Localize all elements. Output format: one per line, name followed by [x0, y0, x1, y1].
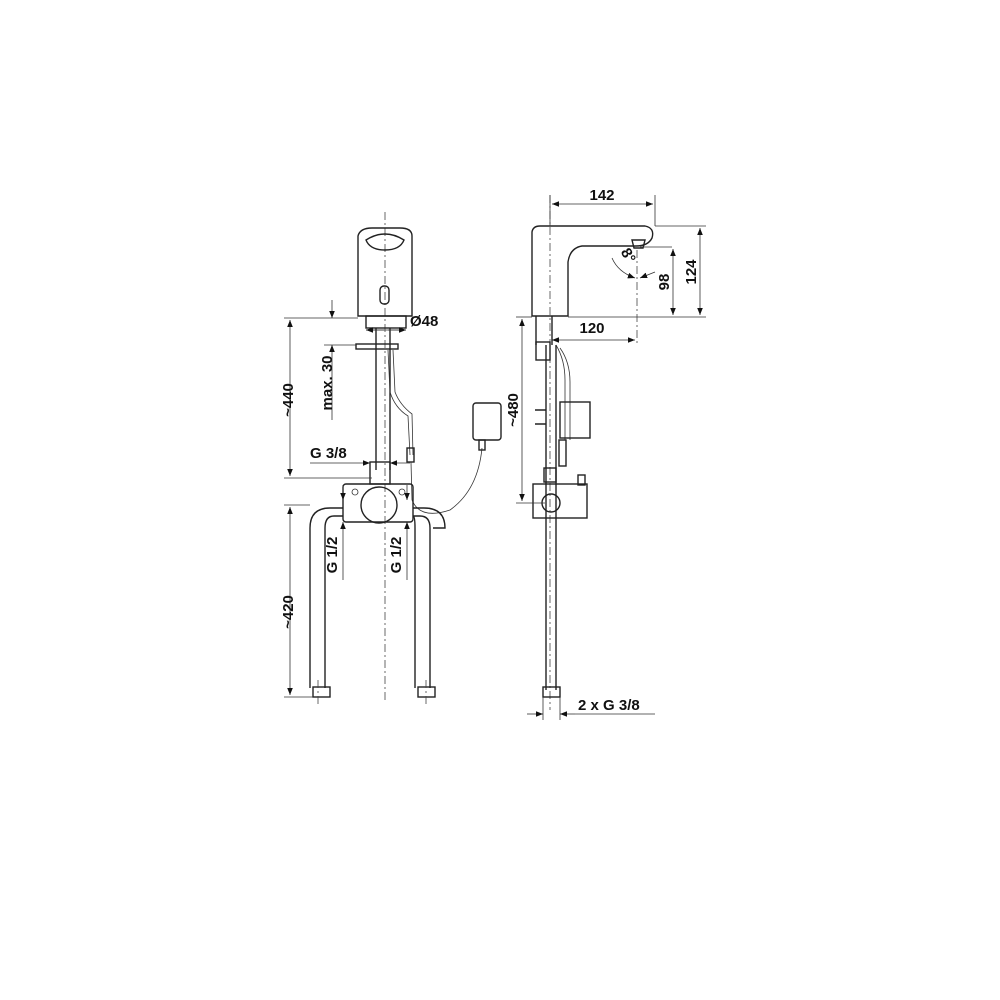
power-cable: [410, 447, 483, 514]
dim-d48-label: Ø48: [410, 313, 438, 330]
left-leg-pipe: [309, 507, 343, 688]
dim-480-label: ~480: [505, 393, 522, 427]
dim-max30-label: max. 30: [319, 355, 336, 410]
dim-124-label: 124: [683, 259, 700, 285]
front-view: ~440 max. 30 Ø48 G 3/8 G 1/2 G 1/2 ~420: [280, 212, 502, 705]
dim-arrow: [639, 271, 656, 279]
spout-body: [531, 225, 654, 317]
g38-fitting: [543, 467, 557, 483]
sensor-window: [379, 285, 390, 305]
screw-hole: [398, 488, 406, 496]
fixing-stud: [535, 341, 551, 361]
valve-body: [532, 483, 588, 519]
g38-fitting: [369, 461, 391, 485]
g12-left-label: G 1/2: [324, 537, 341, 574]
faucet-body: [357, 227, 413, 317]
cable-connector: [406, 447, 415, 463]
side-view: 142 124 98 8° 120 ~480 2 x G 3/8: [505, 187, 706, 720]
dim-142-label: 142: [589, 187, 614, 204]
foot-nut: [542, 686, 561, 698]
g38-label: G 3/8: [310, 445, 347, 462]
left-foot-nut: [312, 686, 331, 698]
sensor-cable: [387, 349, 414, 456]
power-supply-box: [472, 402, 502, 441]
aerator: [365, 233, 405, 251]
dim-98-label: 98: [656, 274, 673, 291]
control-box: [559, 401, 591, 439]
valve-knob: [360, 486, 398, 524]
angle-arc: [611, 257, 636, 279]
right-foot-nut: [417, 686, 436, 698]
supply-pipe: [375, 328, 391, 470]
dim-440-label: ~440: [280, 383, 297, 417]
sensor-cable: [555, 344, 571, 440]
cable-connector: [558, 439, 567, 467]
power-plug: [478, 439, 486, 451]
brackets: [535, 409, 546, 425]
screw-hole: [351, 488, 359, 496]
spout-outlet: [631, 239, 646, 249]
dim-120-label: 120: [579, 320, 604, 337]
faucet-shank: [365, 315, 407, 329]
dim-420-label: ~420: [280, 595, 297, 629]
valve-body: [342, 483, 414, 523]
valve-spindle: [577, 474, 586, 486]
thread-2xg38-label: 2 x G 3/8: [578, 697, 640, 714]
right-leg-pipe: [412, 507, 446, 688]
mounting-plate: [355, 343, 399, 350]
g12-right-label: G 1/2: [388, 537, 405, 574]
